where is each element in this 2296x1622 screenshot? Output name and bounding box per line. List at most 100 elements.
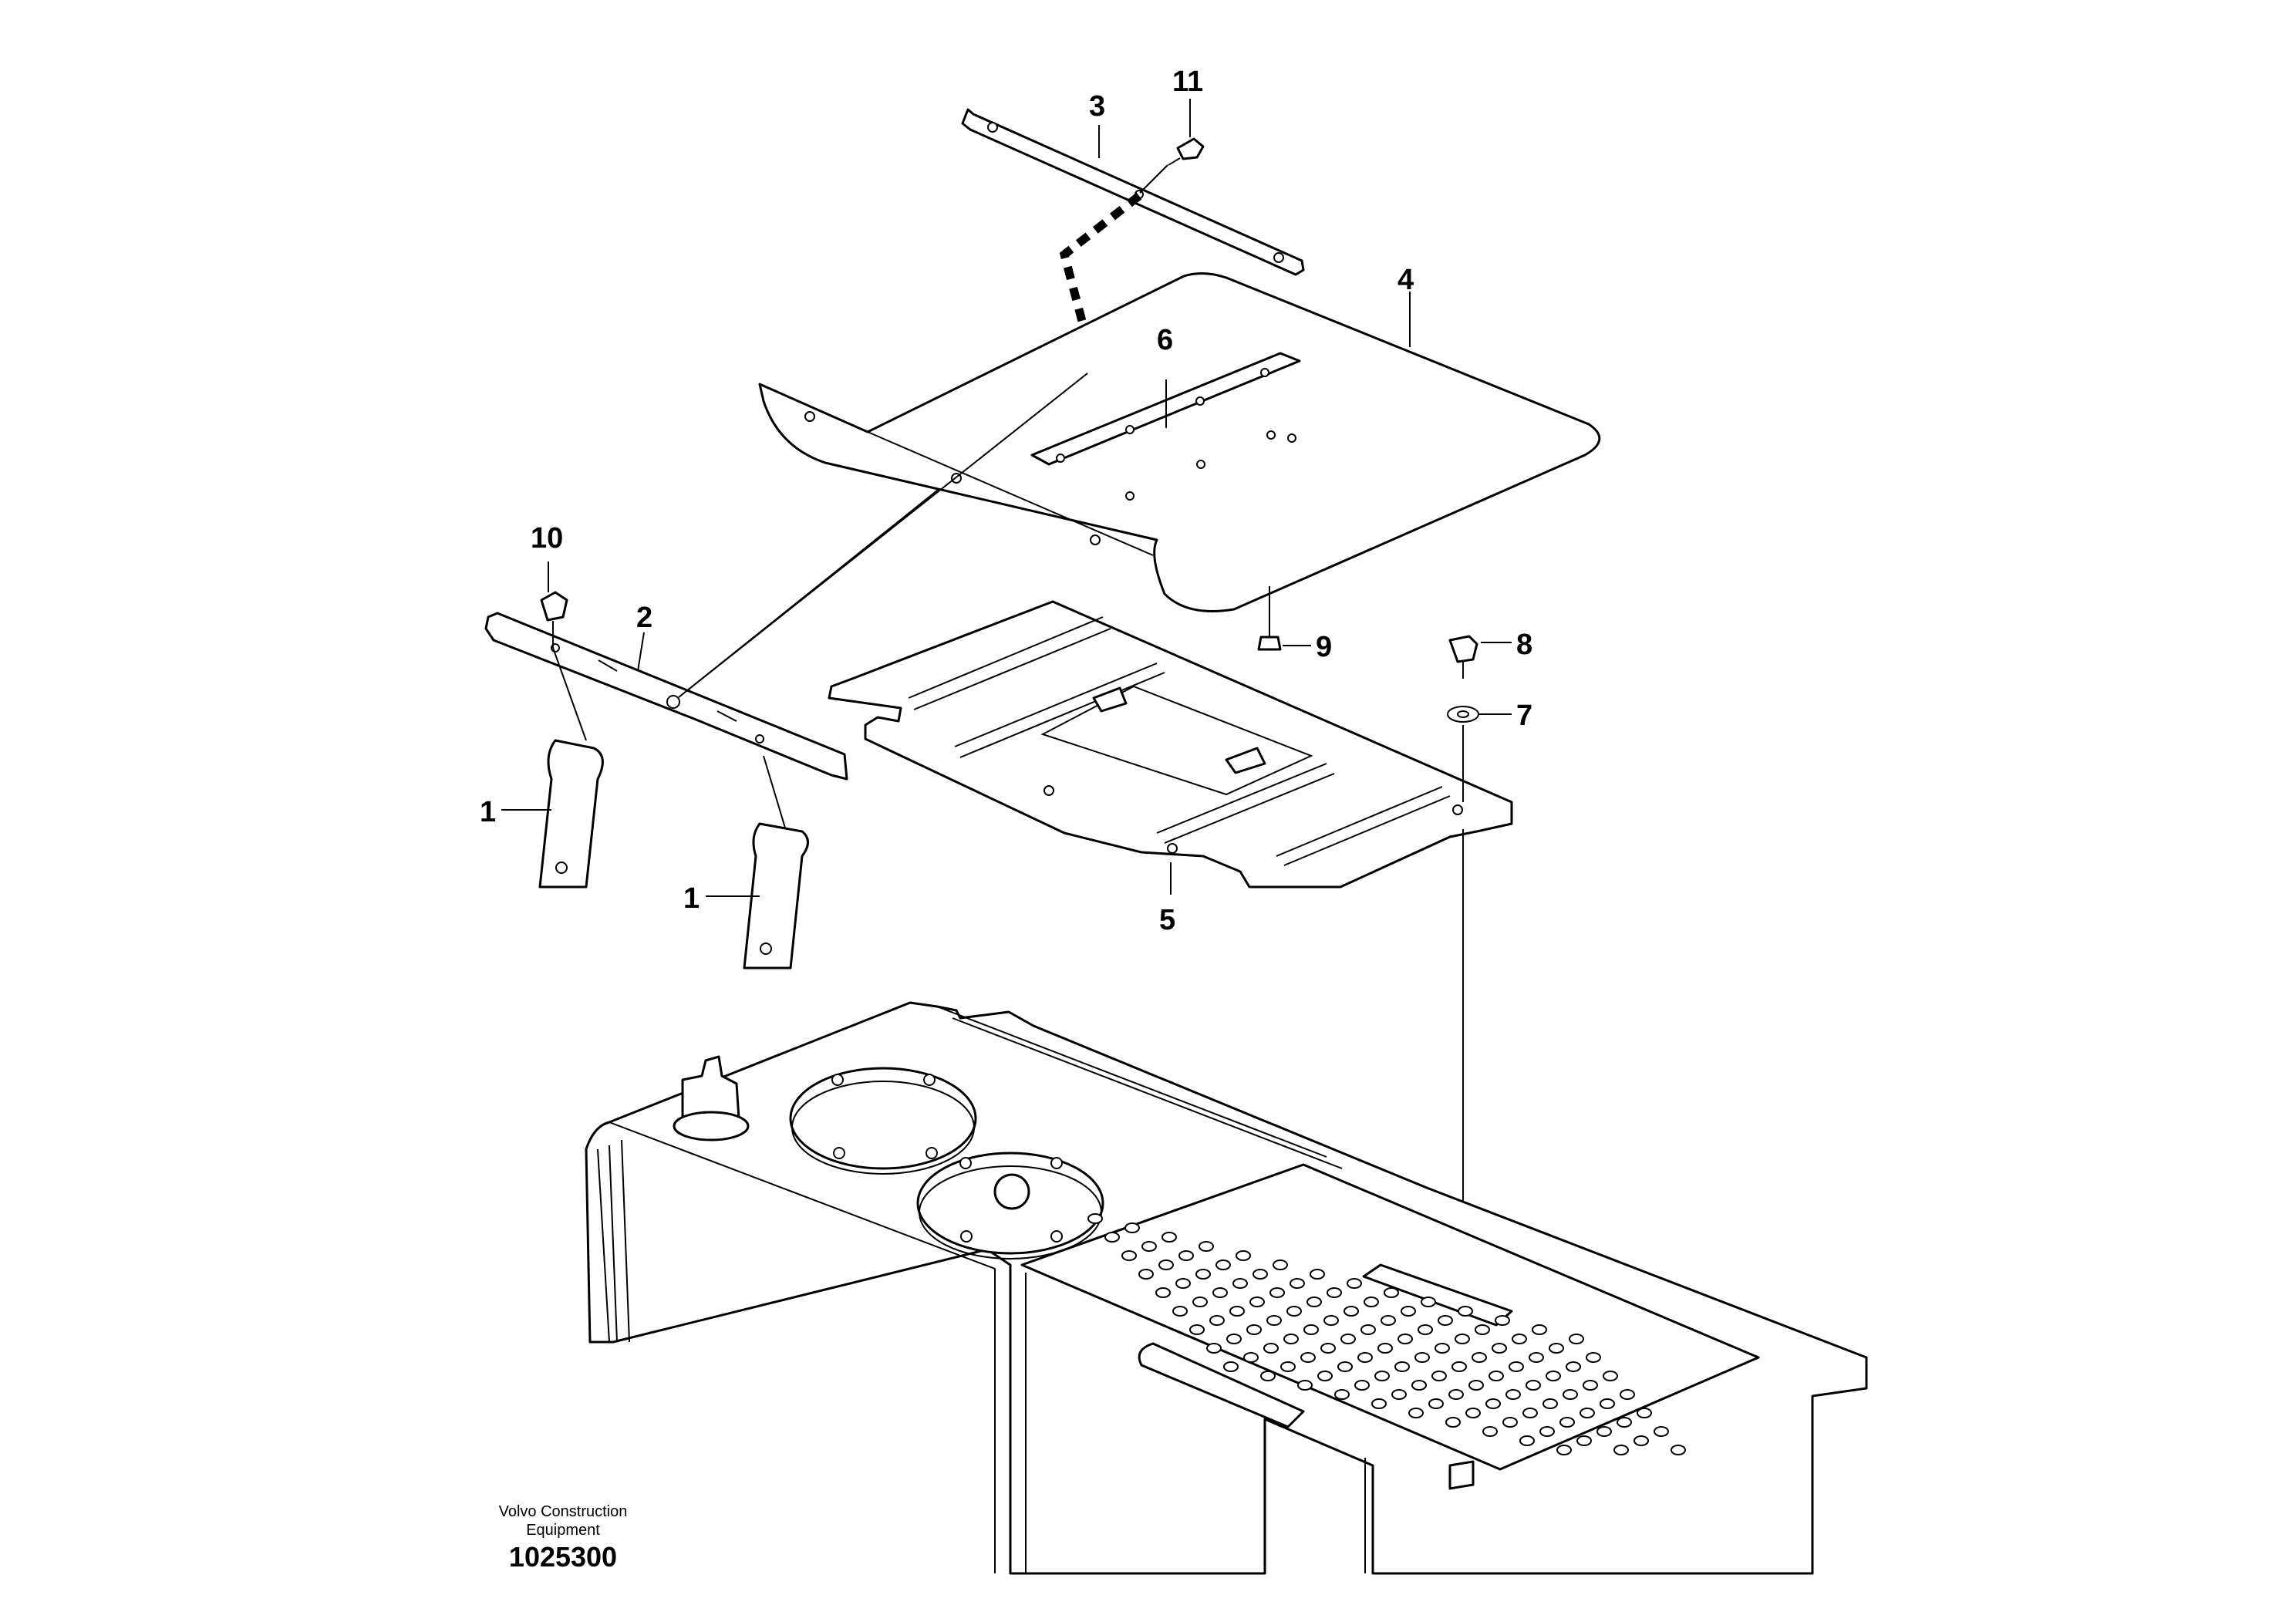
manufacturer-label: Volvo Construction Equipment: [432, 1502, 694, 1539]
perforation-hole: [1344, 1306, 1359, 1317]
perforation-hole: [1583, 1380, 1598, 1391]
perforation-hole: [1438, 1315, 1453, 1326]
perforation-hole: [1226, 1334, 1242, 1344]
drawing-number: 1025300: [508, 1541, 618, 1573]
perforation-hole: [1195, 1269, 1211, 1280]
callout-8: 8: [1516, 629, 1532, 661]
perforation-hole: [1381, 1315, 1396, 1326]
perforation-hole: [1280, 1361, 1296, 1372]
callout-7: 7: [1516, 700, 1532, 732]
perforation-hole: [1542, 1398, 1558, 1409]
perforation-hole: [1532, 1324, 1547, 1335]
perforation-hole: [1600, 1398, 1615, 1409]
perforation-hole: [1455, 1334, 1470, 1344]
perforation-hole: [1334, 1389, 1350, 1400]
perforation-hole: [1617, 1417, 1632, 1428]
part-10-bolt: [540, 591, 787, 834]
perforation-hole: [1161, 1232, 1177, 1243]
perforation-hole: [1502, 1417, 1518, 1428]
perforation-hole: [1546, 1371, 1561, 1381]
perforation-hole: [1310, 1269, 1325, 1280]
perforation-hole: [1428, 1398, 1444, 1409]
perforation-hole: [1445, 1417, 1461, 1428]
part-11-bolt: [1139, 137, 1205, 194]
perforation-hole: [1273, 1259, 1288, 1270]
perforation-hole: [1212, 1287, 1228, 1298]
brand-line-2: Equipment: [526, 1522, 600, 1539]
callout-1b: 1: [683, 882, 700, 915]
part-4-plate: [758, 272, 1601, 612]
perforation-hole: [1482, 1426, 1498, 1437]
perforation-hole: [1671, 1445, 1686, 1455]
machine-body: [585, 1001, 1868, 1575]
perforation-hole: [1215, 1259, 1231, 1270]
perforation-hole: [1223, 1361, 1239, 1372]
perforation-hole: [1465, 1408, 1481, 1418]
perforation-hole: [1529, 1352, 1544, 1363]
perforation-hole: [1569, 1334, 1584, 1344]
perforation-hole: [1297, 1380, 1313, 1391]
perforation-hole: [1323, 1315, 1339, 1326]
callout-2: 2: [636, 602, 652, 634]
perforation-hole: [1603, 1371, 1618, 1381]
perforation-hole: [1354, 1380, 1370, 1391]
perforation-hole: [1418, 1324, 1433, 1335]
perforation-hole: [1269, 1287, 1285, 1298]
perforation-hole: [1364, 1297, 1379, 1307]
perforation-hole: [1489, 1371, 1504, 1381]
perforation-hole: [1495, 1315, 1510, 1326]
perforation-hole: [1249, 1297, 1265, 1307]
perforation-hole: [1522, 1408, 1538, 1418]
perforation-hole: [1539, 1426, 1555, 1437]
part-5-base-plate: [828, 600, 1513, 889]
perforation-hole: [1158, 1259, 1174, 1270]
perforation-hole: [1654, 1426, 1669, 1437]
perforation-hole: [1414, 1352, 1430, 1363]
perforation-hole: [1519, 1435, 1535, 1446]
perforation-hole: [1155, 1287, 1171, 1298]
perforation-hole: [1458, 1306, 1473, 1317]
perforation-hole: [1337, 1361, 1353, 1372]
perforation-hole: [1306, 1297, 1322, 1307]
part-8-bolt: [1448, 635, 1478, 679]
perforation-hole: [1141, 1241, 1157, 1252]
callout-5: 5: [1159, 904, 1175, 936]
perforation-hole: [1586, 1352, 1601, 1363]
perforation-hole: [1263, 1343, 1279, 1354]
perforation-hole: [1347, 1278, 1362, 1289]
callout-leaders: [501, 99, 1512, 897]
perforation-hole: [1371, 1398, 1387, 1409]
part-1-leg-left: [538, 739, 604, 889]
perforation-hole: [1391, 1389, 1407, 1400]
part-1-leg-right: [743, 822, 809, 969]
perforation-hole: [1431, 1371, 1447, 1381]
perforation-hole: [1377, 1343, 1393, 1354]
callout-11: 11: [1172, 66, 1203, 98]
perforation-hole: [1246, 1324, 1262, 1335]
callout-4: 4: [1397, 264, 1414, 296]
perforation-hole: [1172, 1306, 1188, 1317]
perforation-hole: [1121, 1250, 1137, 1261]
perforation-hole: [1620, 1389, 1635, 1400]
perforation-hole: [1232, 1278, 1248, 1289]
brand-line-1: Volvo Construction: [498, 1503, 628, 1520]
callouts: 3 11 4 6 10 2 1 1 5 9 8 7: [480, 66, 1532, 936]
perforation-hole: [1087, 1213, 1103, 1224]
callout-10: 10: [531, 522, 563, 555]
callout-1: 1: [480, 796, 496, 828]
perforation-hole: [1243, 1352, 1259, 1363]
perforation-hole: [1492, 1343, 1507, 1354]
grille-perforations: [1087, 1213, 1686, 1455]
perforation-hole: [1327, 1287, 1342, 1298]
perforation-hole: [1408, 1408, 1424, 1418]
perforation-hole: [1394, 1361, 1410, 1372]
perforation-hole: [1303, 1324, 1319, 1335]
perforation-hole: [1178, 1250, 1194, 1261]
callout-9: 9: [1316, 631, 1332, 663]
perforation-hole: [1290, 1278, 1305, 1289]
perforation-hole: [1421, 1297, 1436, 1307]
perforation-hole: [1317, 1371, 1333, 1381]
perforation-hole: [1633, 1435, 1649, 1446]
perforation-hole: [1138, 1269, 1154, 1280]
